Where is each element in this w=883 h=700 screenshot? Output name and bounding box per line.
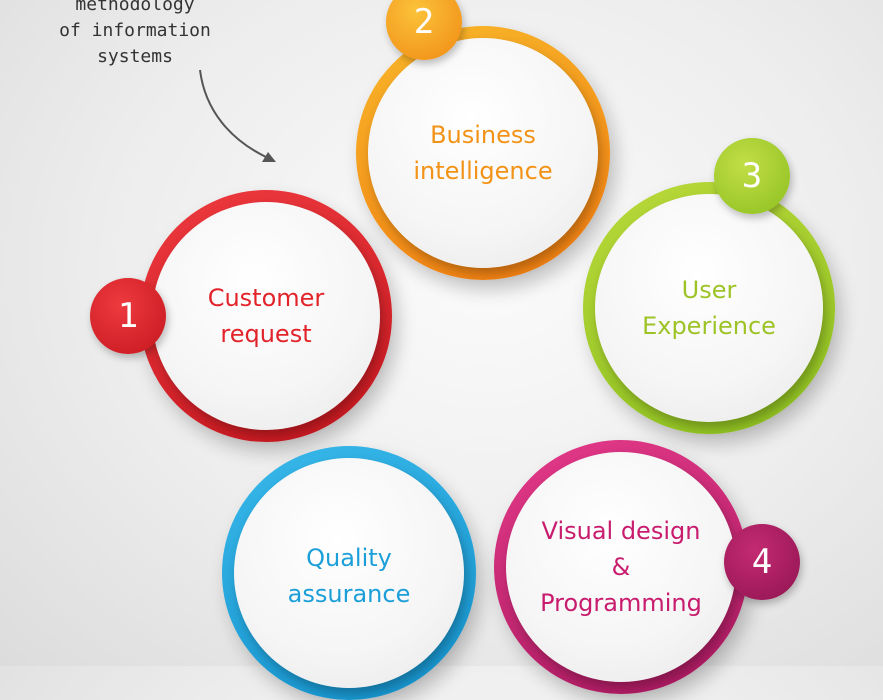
step-4-label-line-2: & bbox=[611, 553, 631, 581]
step-2-badge: 2 bbox=[386, 0, 462, 60]
step-5-label-line-1: Quality bbox=[306, 544, 392, 572]
step-3-disc: User Experience bbox=[595, 194, 823, 422]
step-3-number: 3 bbox=[741, 156, 763, 196]
step-2-disc: Business intelligence bbox=[368, 38, 598, 268]
note-line-2: of information bbox=[59, 20, 211, 41]
step-4-label-line-3: Programming bbox=[540, 589, 702, 617]
step-4-badge: 4 bbox=[724, 524, 800, 600]
step-4-number: 4 bbox=[751, 542, 773, 582]
step-2-label-line-1: Business bbox=[430, 121, 536, 149]
methodology-note: methodology of information systems bbox=[40, 0, 230, 70]
step-4-label-line-1: Visual design bbox=[541, 517, 701, 545]
step-2-label-line-2: intelligence bbox=[413, 157, 553, 185]
step-1-label-line-2: request bbox=[220, 320, 312, 348]
step-1-badge: 1 bbox=[90, 278, 166, 354]
note-line-1: methodology bbox=[75, 0, 195, 15]
step-5-disc: Quality assurance bbox=[234, 458, 464, 688]
step-3-badge: 3 bbox=[714, 138, 790, 214]
step-1-label-line-1: Customer bbox=[207, 284, 325, 312]
step-3-label-line-1: User bbox=[681, 276, 737, 304]
step-2-number: 2 bbox=[413, 2, 435, 42]
step-1-number: 1 bbox=[117, 296, 139, 336]
step-1-disc: Customer request bbox=[152, 202, 380, 430]
note-line-3: systems bbox=[97, 46, 173, 67]
curved-arrow-icon bbox=[199, 69, 276, 162]
step-5-label-line-2: assurance bbox=[287, 580, 411, 608]
step-3-label-line-2: Experience bbox=[642, 312, 776, 340]
step-4-disc: Visual design & Programming bbox=[506, 452, 736, 682]
